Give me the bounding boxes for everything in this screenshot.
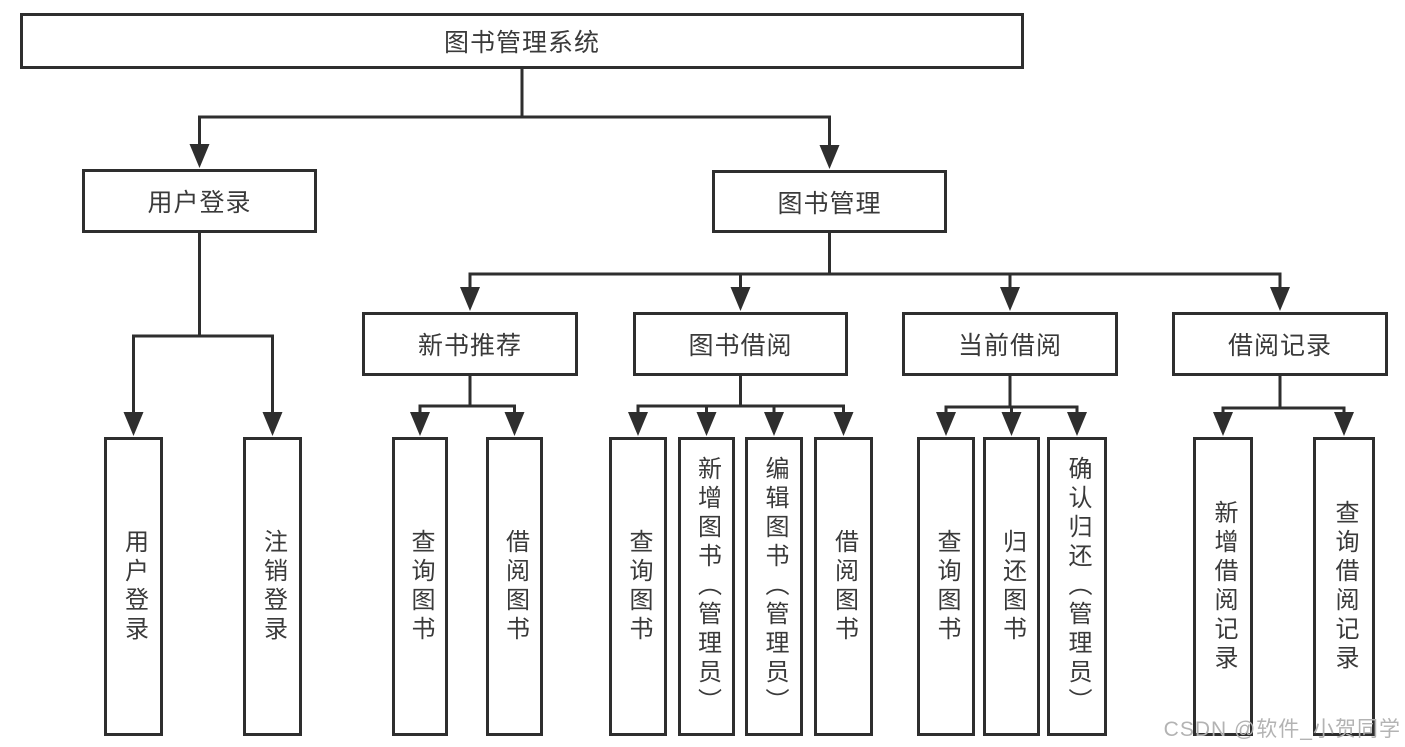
arrowhead-icon [123, 412, 144, 436]
connector-path [636, 374, 845, 421]
node-bb-edit: 编辑图书（管理员） [745, 437, 803, 736]
node-cb-confirm: 确认归还（管理员） [1047, 437, 1107, 736]
arrowhead-icon [460, 287, 480, 311]
arrowhead-icon [730, 287, 751, 311]
node-label: 用户登录 [120, 528, 148, 645]
node-label: 新书推荐 [417, 332, 522, 360]
arrowhead-icon [504, 412, 525, 436]
arrowhead-icon [819, 145, 840, 169]
node-root: 图书管理系统 [20, 13, 1024, 69]
node-borrow-records: 借阅记录 [1172, 312, 1388, 376]
node-logout: 注销登录 [243, 437, 302, 736]
arrowhead-icon [189, 144, 210, 168]
node-current-borrow: 当前借阅 [902, 312, 1118, 376]
node-label: 借阅图书 [830, 528, 858, 645]
arrowhead-icon [1270, 287, 1290, 311]
connector-path [198, 67, 831, 154]
connector-path [132, 231, 274, 421]
node-bb-add: 新增图书（管理员） [678, 437, 735, 736]
node-label: 查询图书 [625, 528, 652, 645]
node-label: 查询借阅记录 [1331, 499, 1358, 674]
node-label: 编辑图书（管理员） [761, 456, 788, 717]
arrowhead-icon [1001, 412, 1022, 436]
arrowhead-icon [833, 412, 854, 436]
node-label: 图书管理系统 [443, 29, 600, 57]
node-label: 查询图书 [933, 528, 960, 645]
arrowhead-icon [1000, 287, 1020, 311]
node-bb-borrow: 借阅图书 [814, 437, 873, 736]
connector-path [468, 231, 1282, 296]
node-label: 查询图书 [407, 528, 434, 645]
node-label: 归还图书 [998, 528, 1026, 645]
node-book-borrow: 图书借阅 [633, 312, 848, 376]
node-label: 新增借阅记录 [1210, 499, 1237, 674]
connector-path [418, 374, 516, 421]
node-user-login: 用户登录 [82, 169, 317, 233]
node-label: 注销登录 [259, 528, 287, 645]
arrowhead-icon [1213, 412, 1233, 436]
arrowhead-icon [696, 412, 717, 436]
node-rec-query: 查询图书 [392, 437, 448, 736]
arrowhead-icon [936, 412, 956, 436]
node-label: 新增图书（管理员） [693, 456, 721, 717]
node-cb-return: 归还图书 [983, 437, 1040, 736]
arrowhead-icon [410, 412, 430, 436]
connector-path [1221, 374, 1346, 421]
node-label: 图书借阅 [688, 332, 793, 360]
node-cb-query: 查询图书 [917, 437, 975, 736]
node-br-add: 新增借阅记录 [1193, 437, 1253, 736]
arrowhead-icon [1067, 412, 1087, 436]
node-label: 确认归还（管理员） [1064, 456, 1091, 717]
node-label: 借阅记录 [1227, 332, 1332, 360]
node-login: 用户登录 [104, 437, 163, 736]
node-label: 用户登录 [147, 189, 252, 217]
node-bb-query: 查询图书 [609, 437, 667, 736]
node-label: 借阅图书 [501, 528, 529, 645]
node-new-book-rec: 新书推荐 [362, 312, 578, 376]
arrowhead-icon [262, 412, 283, 436]
node-label: 当前借阅 [957, 332, 1062, 360]
arrowhead-icon [764, 412, 784, 436]
watermark: CSDN @软件_小贺同学 [1163, 718, 1401, 741]
node-rec-borrow: 借阅图书 [486, 437, 543, 736]
arrowhead-icon [628, 412, 648, 436]
arrowhead-icon [1334, 412, 1354, 436]
node-label: 图书管理 [777, 189, 882, 218]
node-br-query: 查询借阅记录 [1313, 437, 1375, 736]
node-book-mgmt: 图书管理 [712, 170, 947, 233]
